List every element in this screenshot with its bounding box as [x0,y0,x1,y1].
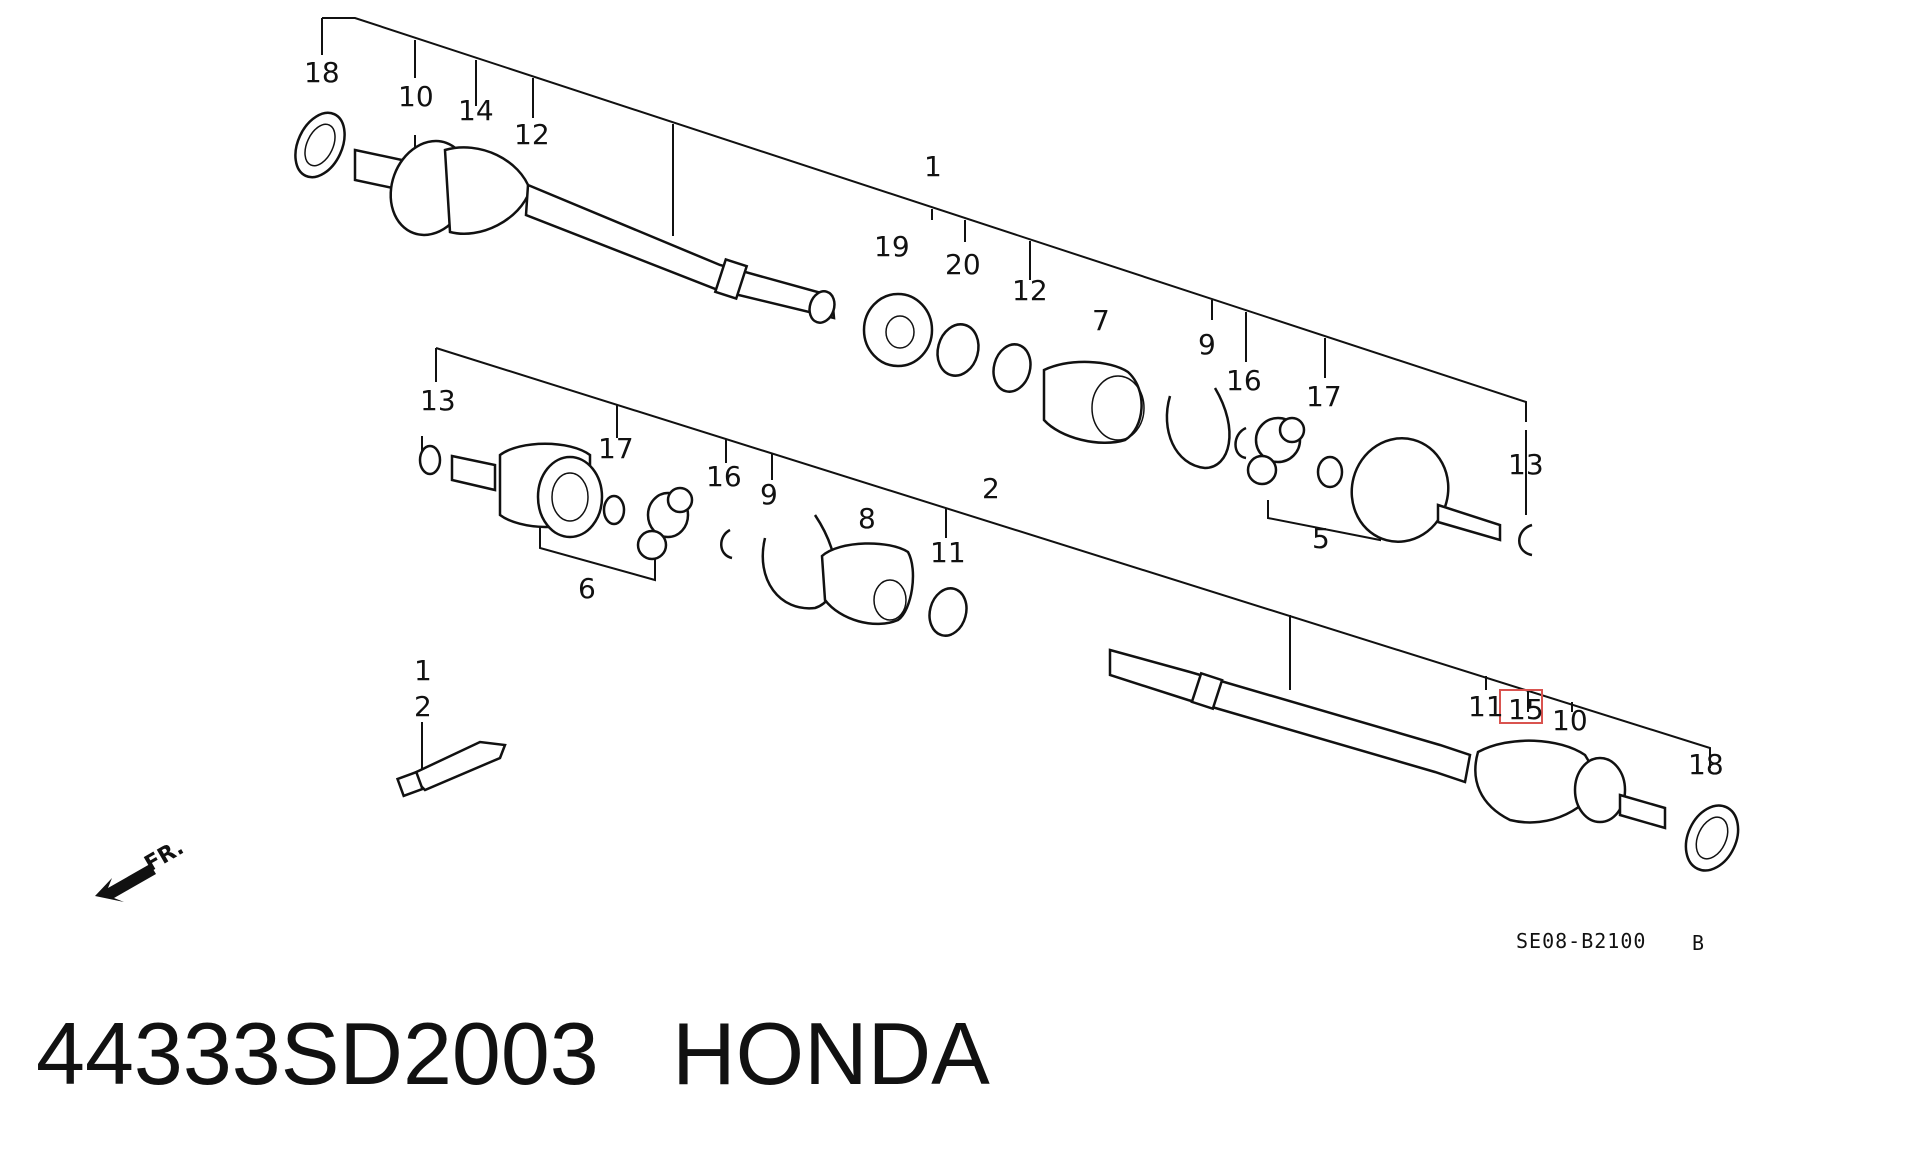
diagram-code: SE08-B2100 [1516,929,1646,953]
outer-boot-part [443,146,532,235]
callout-12-upper: 12 [514,118,550,151]
callout-9-left: 9 [760,478,778,511]
callout-17-left: 17 [598,432,634,465]
exploded-parts-diagram: FR. 18 10 14 12 1 19 20 12 7 9 16 17 13 … [95,17,1740,955]
callout-18-upper: 18 [304,56,340,89]
callout-15: 15 [1508,693,1544,726]
callout-16-right: 16 [1226,364,1262,397]
callout-13-left: 13 [420,384,456,417]
callout-14: 14 [458,94,494,127]
callout-11-bottom: 11 [1468,690,1504,723]
front-direction-arrow: FR. [95,835,188,902]
inner-boot-part [820,542,915,626]
callout-5: 5 [1312,522,1330,555]
grease-tube-part [407,740,507,792]
upper-driveshaft-assembly [294,111,1533,557]
leader-lines [321,17,1711,768]
lower-driveshaft-assembly [395,442,1740,872]
callout-11-mid: 11 [930,536,966,569]
seal-part [1684,804,1740,872]
callout-17-right: 17 [1306,380,1342,413]
callout-19: 19 [874,230,910,263]
callout-2-assembly: 2 [982,472,1000,505]
callout-6: 6 [578,572,596,605]
callout-9-right: 9 [1198,328,1216,361]
circlip-part [1518,523,1533,557]
circlip-part [720,528,733,560]
dynamic-damper-part [862,292,934,368]
driveshaft-part [524,183,836,320]
callout-12-mid: 12 [1012,274,1048,307]
snap-ring-part [1316,455,1344,489]
boot-band-part [928,587,968,637]
circlip-part [1234,426,1247,460]
callout-labels: 18 10 14 12 1 19 20 12 7 9 16 17 13 5 13… [304,56,1724,781]
boot-band-part [992,343,1032,393]
callout-13-right: 13 [1508,448,1544,481]
part-caption: 44333SD2003 HONDA [36,1010,990,1098]
boot-band-part [936,323,980,377]
inner-cv-housing-part [1350,437,1450,543]
diagram-suffix: B [1692,931,1705,955]
outer-boot-part [1474,739,1602,824]
boot-band-part [1165,387,1231,470]
callout-18-bottom: 18 [1688,748,1724,781]
highlight-box [1499,689,1543,724]
circlip-part [418,444,442,476]
part-number: 44333SD2003 [36,1004,599,1103]
callout-10-bottom: 10 [1552,704,1588,737]
callout-10-upper: 10 [398,80,434,113]
callout-1-grease: 1 [414,654,432,687]
seal-part [294,111,346,179]
callout-7: 7 [1092,304,1110,337]
brand-name: HONDA [672,1004,990,1103]
diagram-reference-code: SE08-B2100 B [1516,929,1705,955]
callout-20: 20 [945,248,981,281]
callout-1-assembly: 1 [924,150,942,183]
callout-2-grease: 2 [414,690,432,723]
callout-16-left: 16 [706,460,742,493]
callout-8: 8 [858,502,876,535]
snap-ring-part [602,494,626,526]
